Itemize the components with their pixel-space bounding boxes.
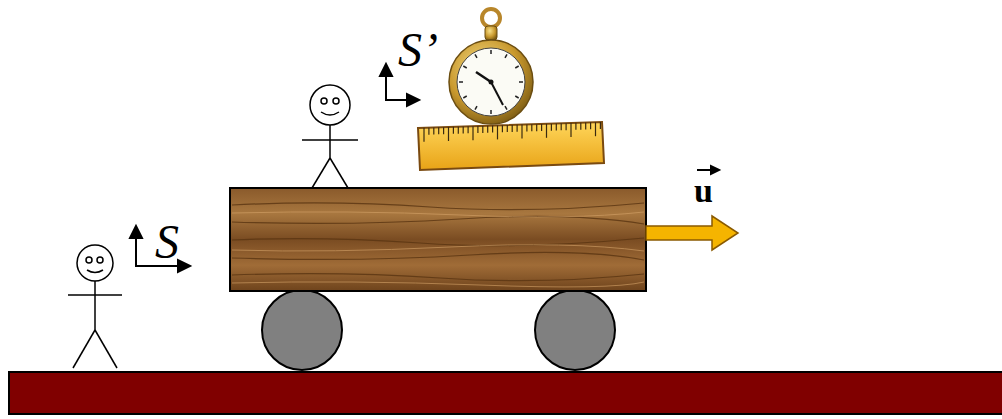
- ruler-tick: [477, 126, 478, 133]
- ruler-tick: [492, 126, 493, 133]
- dial-mark: [475, 106, 477, 109]
- dial-mark: [505, 106, 507, 109]
- dial-mark: [459, 81, 463, 83]
- ruler-tick: [580, 123, 581, 130]
- frame-label: S: [155, 218, 179, 266]
- ruler-tick: [531, 124, 532, 131]
- dial-mark: [463, 96, 466, 98]
- ruler-tick: [448, 127, 449, 141]
- ruler-tick: [561, 123, 562, 130]
- ruler-tick: [551, 124, 552, 131]
- ruler-tick: [487, 126, 488, 133]
- ruler-tick: [565, 123, 566, 130]
- ruler-tick: [585, 123, 586, 130]
- ruler-tick: [512, 125, 513, 132]
- ruler-tick: [433, 127, 434, 134]
- cart-observer: [302, 85, 358, 188]
- ruler-tick: [521, 125, 522, 139]
- ruler-tick: [595, 122, 596, 136]
- dial-mark: [490, 50, 492, 54]
- cart: [230, 188, 646, 291]
- frame-label: S’: [398, 26, 438, 74]
- ruler-tick: [423, 128, 424, 142]
- vector-label: u: [694, 174, 713, 208]
- vector-accent: [697, 166, 719, 174]
- dial-mark: [515, 66, 518, 68]
- ruler-tick: [443, 127, 444, 134]
- velocity-arrow: [646, 216, 738, 250]
- ruler-tick: [541, 124, 542, 131]
- ruler: [418, 122, 604, 170]
- ruler-tick: [482, 126, 483, 133]
- ruler-tick: [458, 127, 459, 134]
- stopwatch: [449, 9, 533, 124]
- ruler-tick: [536, 124, 537, 131]
- ruler-tick: [546, 124, 547, 138]
- ruler-tick: [590, 122, 591, 129]
- ground: [9, 372, 1002, 414]
- dial-mark: [475, 54, 477, 57]
- dial-mark: [515, 96, 518, 98]
- ruler-tick: [516, 125, 517, 132]
- ruler-tick: [453, 127, 454, 134]
- ruler-tick: [428, 128, 429, 135]
- dial-mark: [463, 66, 466, 68]
- dial-mark: [505, 54, 507, 57]
- ruler-tick: [463, 127, 464, 134]
- ruler-tick: [600, 122, 601, 129]
- ruler-tick: [468, 126, 469, 133]
- ruler-tick: [497, 125, 498, 139]
- ground-observer: [68, 245, 122, 368]
- ruler-tick: [438, 127, 439, 134]
- ruler-tick: [575, 123, 576, 130]
- ruler-tick: [526, 124, 527, 131]
- dial-mark: [519, 81, 523, 83]
- dial-mark: [490, 110, 492, 114]
- wheels: [262, 290, 615, 370]
- ruler-tick: [570, 123, 571, 137]
- ruler-tick: [472, 126, 473, 140]
- ruler-tick: [502, 125, 503, 132]
- ruler-tick: [507, 125, 508, 132]
- ruler-tick: [556, 123, 557, 130]
